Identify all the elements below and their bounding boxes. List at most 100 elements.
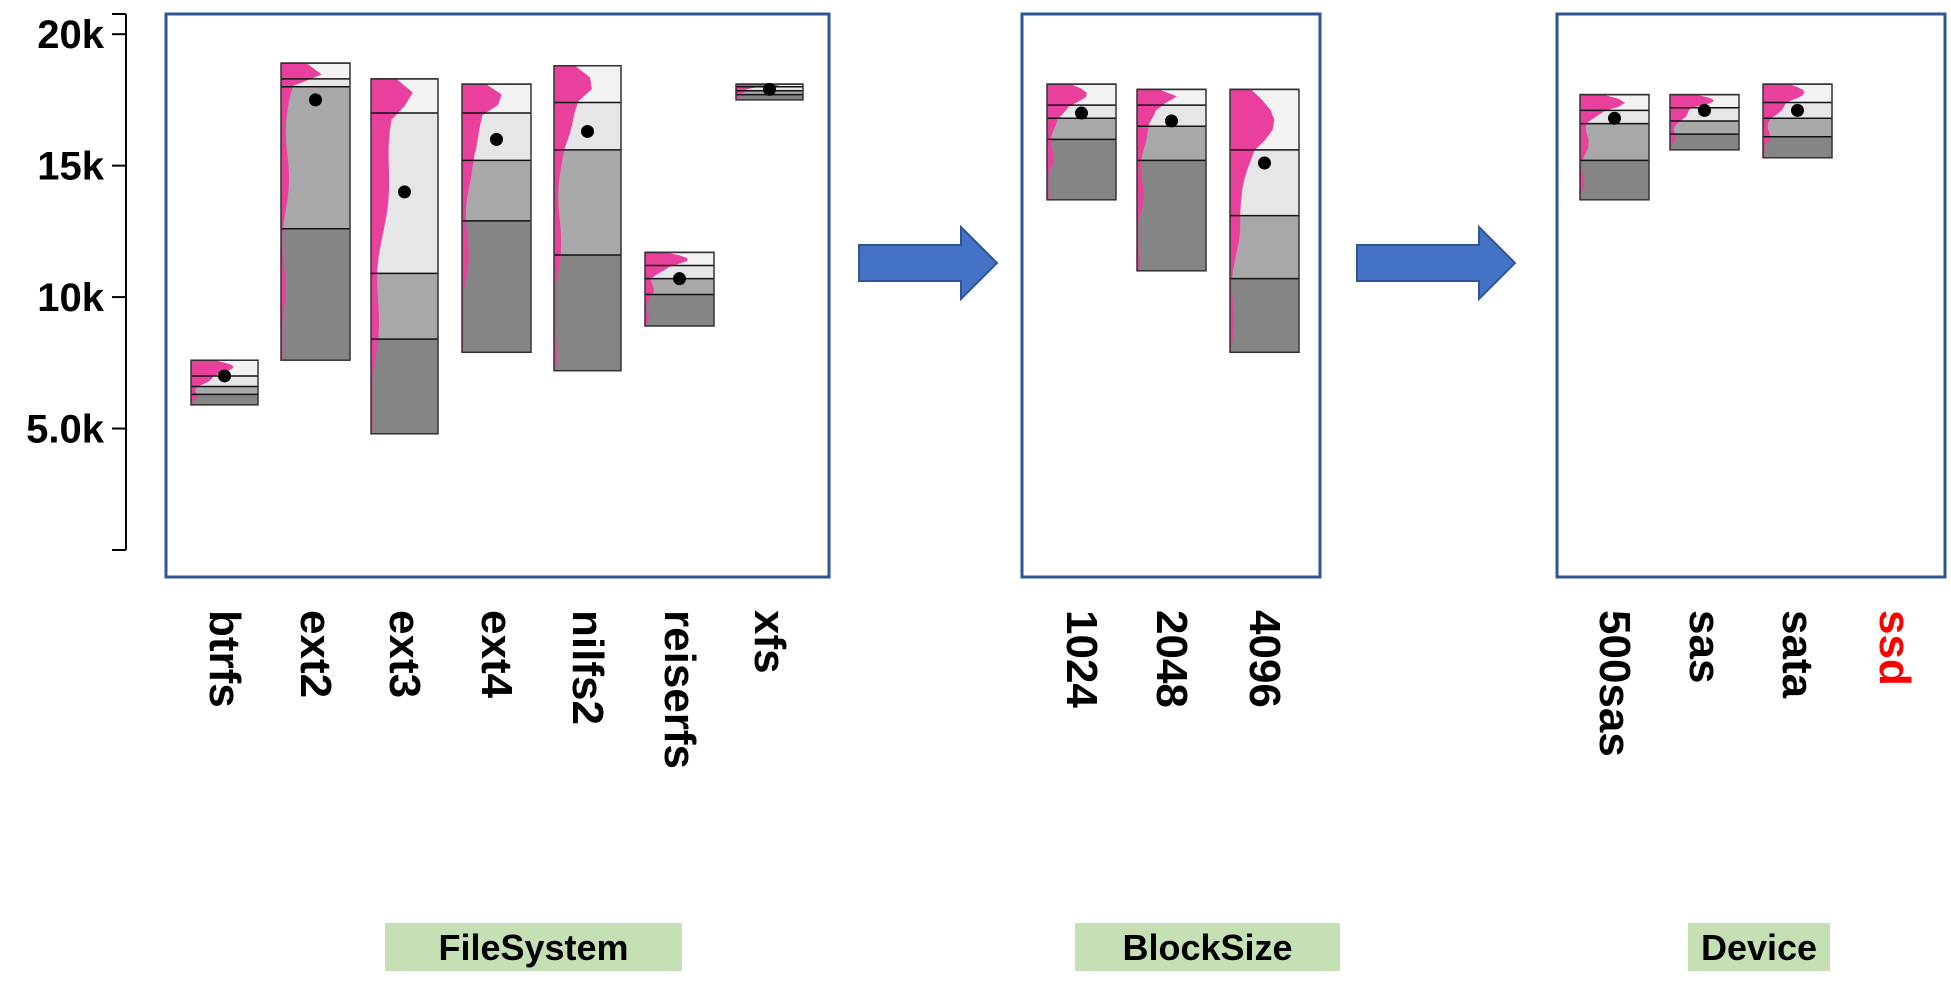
- density-shape: [1137, 89, 1177, 271]
- box-segment-q1-median: [371, 273, 438, 340]
- mean-dot: [1075, 106, 1088, 120]
- arrow-blocksize-to-device: [1356, 224, 1517, 302]
- facet-panel-frame: [1555, 12, 1947, 579]
- box-segment-q1-median: [1670, 120, 1739, 135]
- box-outline: [644, 251, 715, 327]
- box-ext2: [280, 62, 351, 361]
- mean-dot: [398, 185, 411, 199]
- density-shape: [371, 78, 413, 434]
- box-segment-min-q1: [191, 394, 258, 405]
- mean-dot: [490, 132, 503, 146]
- box-4096: [1229, 88, 1300, 354]
- category-label-ext3: ext3: [380, 610, 429, 698]
- mean-dot: [1791, 103, 1804, 117]
- density-shape: [645, 252, 688, 327]
- mean-dot: [309, 93, 322, 107]
- box-sata: [1762, 83, 1833, 159]
- facet-label-blocksize: BlockSize: [1122, 927, 1292, 968]
- box-segment-min-q1: [281, 228, 350, 361]
- box-outline: [190, 359, 259, 406]
- density-shape: [554, 65, 592, 371]
- category-label-1024: 1024: [1057, 610, 1106, 708]
- mean-dot: [673, 272, 686, 286]
- box-segment-q1-median: [191, 386, 258, 395]
- box-segment-q1-median: [462, 160, 531, 221]
- box-segment-q1-median: [1230, 215, 1299, 279]
- density-shape: [1047, 84, 1087, 200]
- facet-panel-frame: [164, 12, 831, 579]
- mean-dot: [763, 82, 776, 96]
- category-label-ssd: ssd: [1870, 610, 1919, 686]
- box-segment-median-q3: [281, 78, 350, 87]
- category-label-4096: 4096: [1240, 610, 1289, 708]
- box-ext3: [370, 78, 439, 435]
- mean-dot: [218, 369, 231, 383]
- box-segment-min-q1: [1670, 134, 1739, 150]
- category-label-btrfs: btrfs: [200, 610, 249, 708]
- box-outline: [1136, 88, 1207, 272]
- box-segment-min-q1: [371, 339, 438, 434]
- box-segment-min-q1: [736, 94, 803, 100]
- box-segment-min-q1: [1763, 136, 1832, 158]
- category-label-sata: sata: [1773, 610, 1822, 699]
- box-segment-q1-median: [1580, 123, 1649, 161]
- y-tick-label: 5.0k: [26, 408, 105, 452]
- box-outline: [1046, 83, 1117, 201]
- category-label-500sas: 500sas: [1590, 610, 1639, 757]
- category-label-ext4: ext4: [472, 610, 521, 699]
- box-outline: [370, 78, 439, 435]
- box-segment-min-q1: [1580, 160, 1649, 200]
- category-label-nilfs2: nilfs2: [563, 610, 612, 725]
- facet-label-device: Device: [1701, 927, 1817, 968]
- box-outline: [1229, 88, 1300, 354]
- arrow-filesystem-to-blocksize: [858, 224, 999, 302]
- box-segment-min-q1: [1230, 278, 1299, 353]
- box-ext4: [461, 83, 532, 354]
- box-segment-min-q1: [554, 255, 621, 371]
- box-outline: [553, 64, 622, 372]
- category-label-2048: 2048: [1147, 610, 1196, 708]
- box-outline: [1762, 83, 1833, 159]
- box-segment-min-q1: [1137, 160, 1206, 271]
- box-500sas: [1579, 93, 1650, 201]
- category-label-sas: sas: [1680, 610, 1729, 683]
- category-label-xfs: xfs: [745, 610, 794, 674]
- box-btrfs: [190, 359, 259, 406]
- facet-label-filesystem: FileSystem: [438, 927, 628, 968]
- box-segment-q1-median: [1047, 118, 1116, 140]
- box-segment-q1-median: [1763, 118, 1832, 137]
- mean-dot: [1608, 111, 1621, 125]
- box-outline: [461, 83, 532, 354]
- box-segment-min-q1: [462, 220, 531, 353]
- mean-dot: [1698, 103, 1711, 117]
- box-sas: [1669, 93, 1740, 151]
- box-segment-q1-median: [1137, 126, 1206, 161]
- density-shape: [1580, 94, 1625, 200]
- facet-label-background: [385, 923, 682, 971]
- box-nilfs2: [553, 64, 622, 372]
- mean-dot: [1165, 114, 1178, 128]
- facet-panel-frame: [1020, 12, 1322, 579]
- density-shape: [736, 84, 780, 100]
- y-tick-label: 10k: [37, 276, 104, 320]
- facet-label-background: [1075, 923, 1340, 971]
- density-shape: [462, 84, 502, 353]
- density-shape: [1230, 89, 1275, 353]
- box-outline: [280, 62, 351, 361]
- mean-dot: [581, 124, 594, 138]
- y-tick-label: 20k: [37, 13, 104, 57]
- density-shape: [281, 63, 322, 361]
- box-2048: [1136, 88, 1207, 272]
- box-segment-min-q1: [645, 294, 714, 327]
- box-outline: [1669, 93, 1740, 151]
- facet-label-background: [1688, 923, 1830, 971]
- box-outline: [1579, 93, 1650, 201]
- box-1024: [1046, 83, 1117, 201]
- category-label-ext2: ext2: [291, 610, 340, 698]
- box-segment-min-q1: [1047, 139, 1116, 200]
